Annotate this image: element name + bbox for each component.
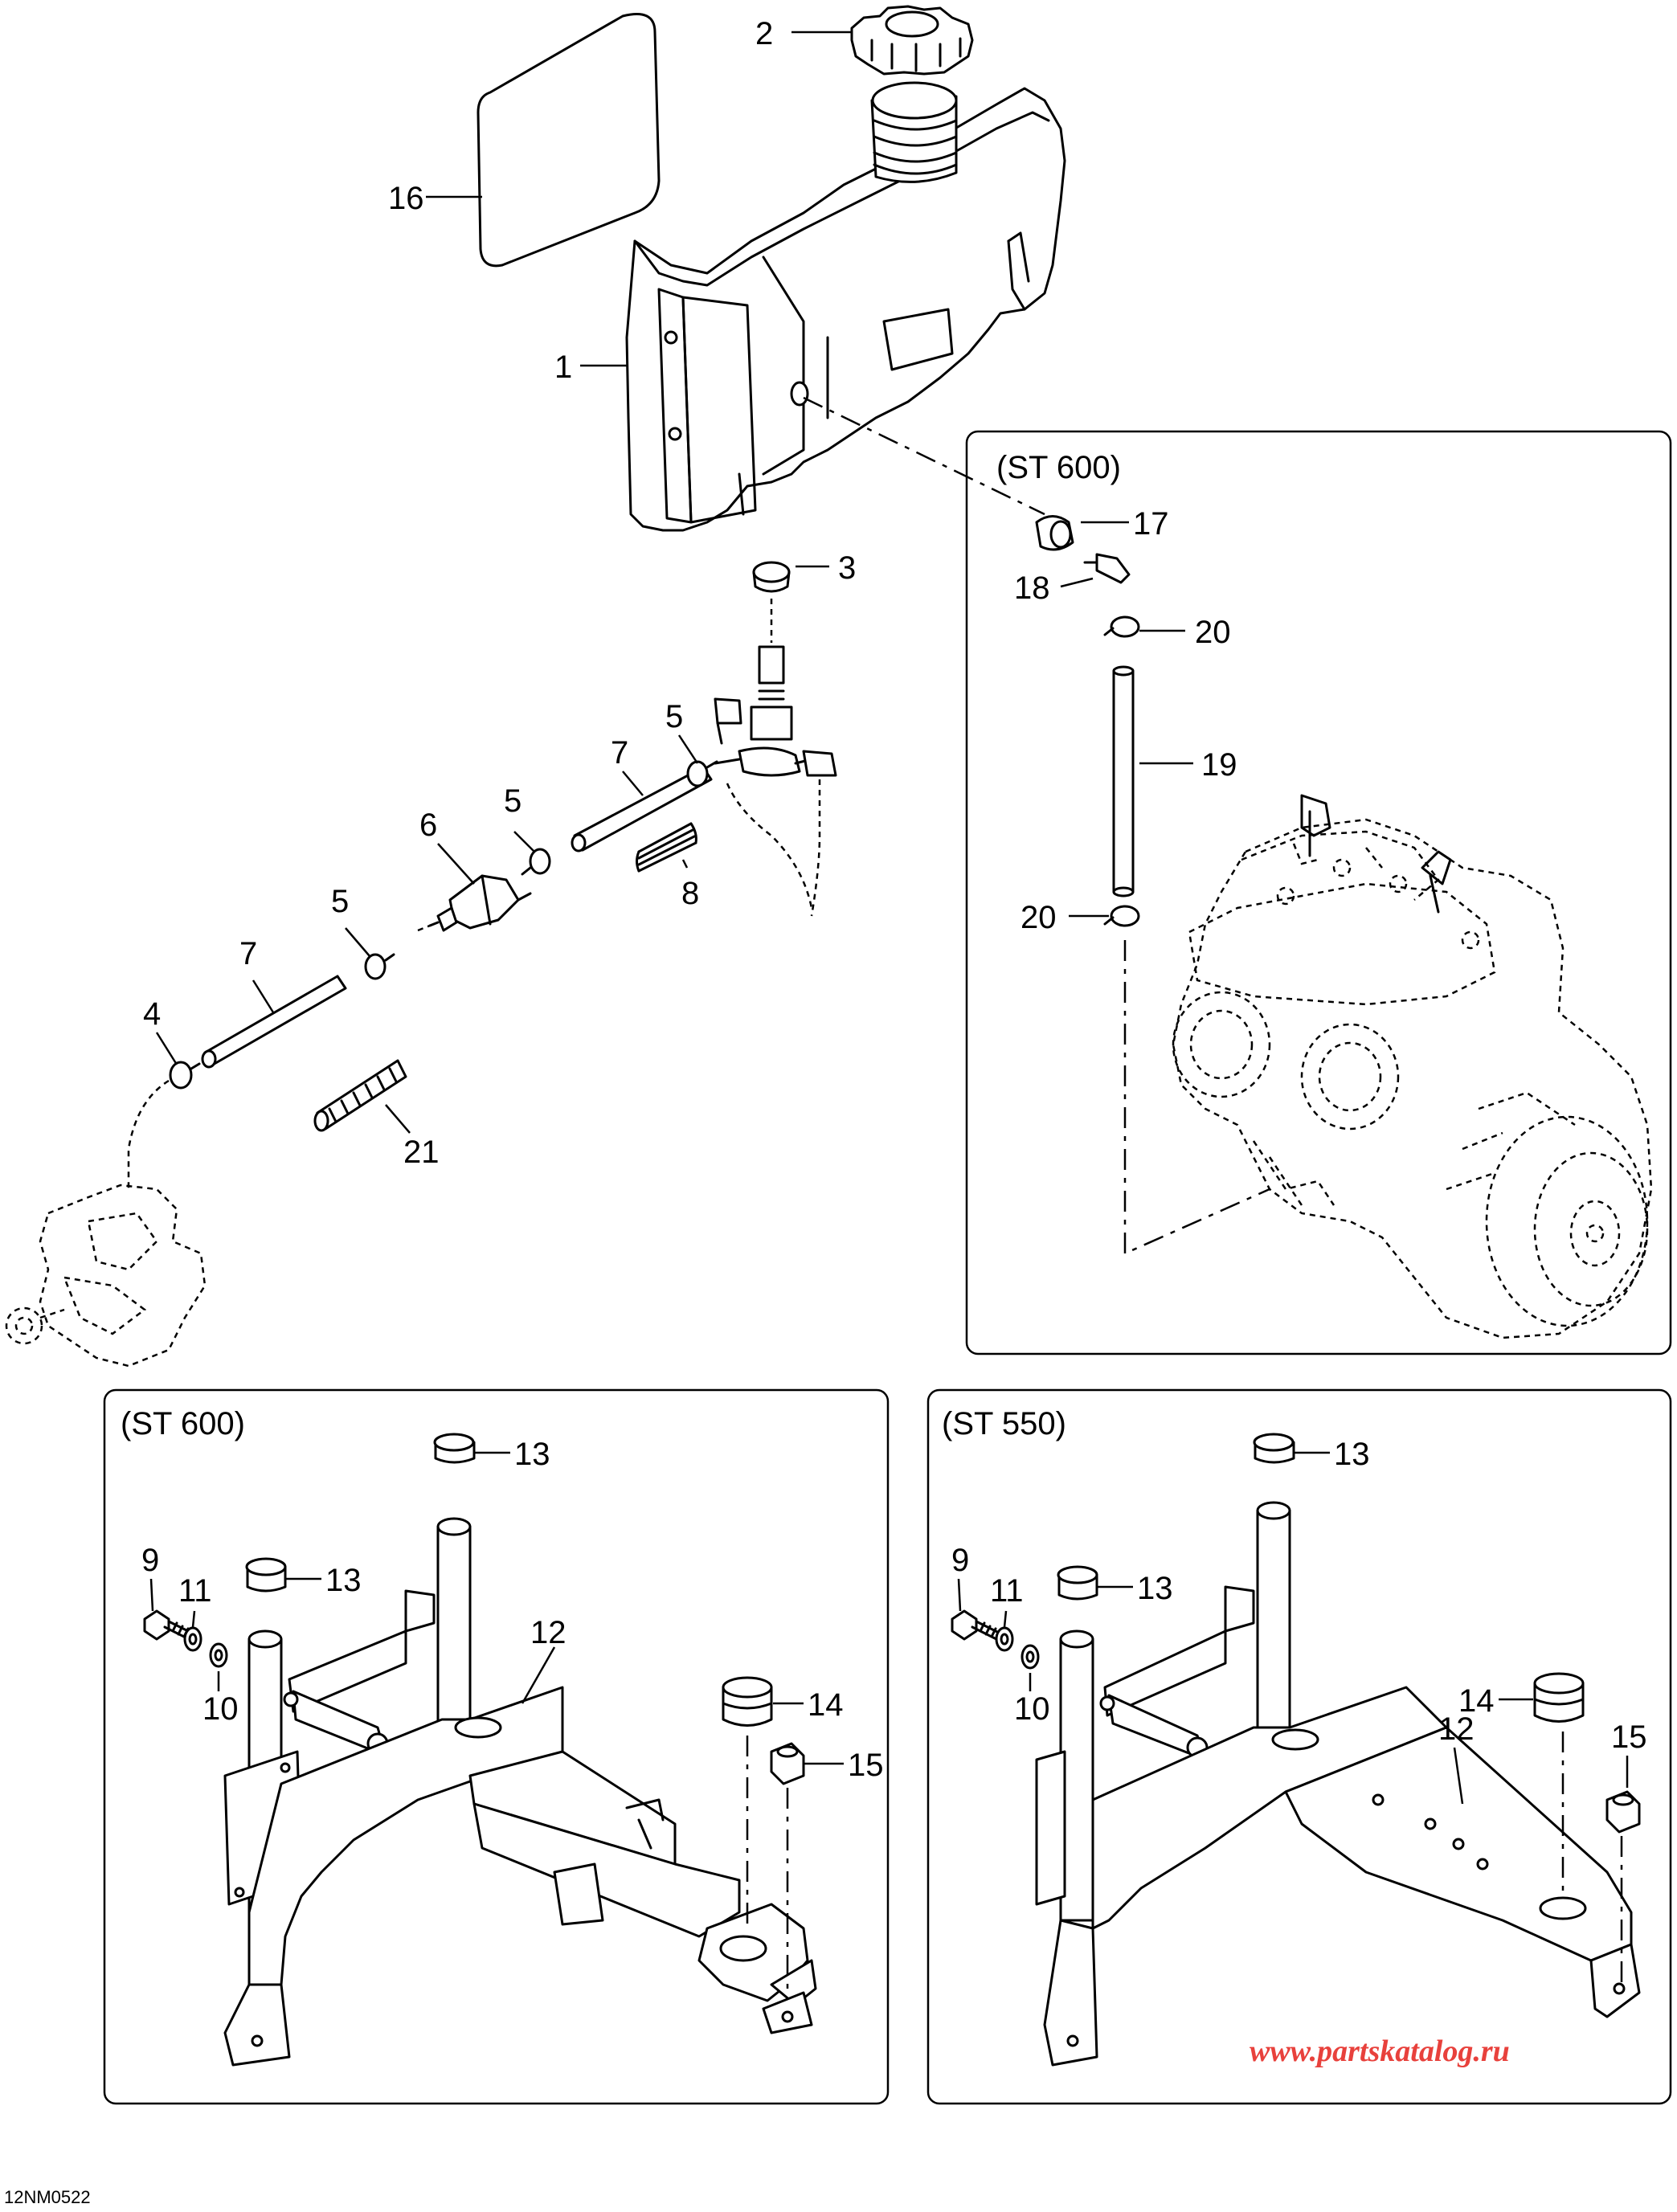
callout-13-top-st550: 13 [1334, 1437, 1370, 1472]
callout-10-st600: 10 [202, 1691, 239, 1727]
clamp-20-lower [1103, 905, 1140, 927]
engine-callout-leaders [1060, 521, 1193, 918]
bolt-9-st550 [951, 1609, 1000, 1641]
hose-7-lower [201, 975, 347, 1069]
grommet-13-side-st550 [1057, 1565, 1098, 1601]
callout-20-upper: 20 [1195, 615, 1231, 650]
hose-19 [1112, 665, 1135, 897]
nut-15-st600 [770, 1742, 805, 1785]
washer-10-st550 [1021, 1644, 1040, 1670]
drawing-code: 12NM0522 [4, 2187, 91, 2207]
callout-14-st550: 14 [1458, 1683, 1495, 1719]
hose-7-upper [571, 766, 713, 852]
callout-20-lower: 20 [1021, 900, 1057, 935]
clamp-5-lower [364, 953, 395, 980]
washer-11-st550 [995, 1626, 1014, 1652]
callout-16: 16 [388, 181, 424, 216]
callout-5-upper: 5 [665, 699, 683, 734]
callout-6: 6 [419, 808, 437, 843]
callout-15-st550: 15 [1611, 1719, 1647, 1755]
callout-21: 21 [403, 1135, 440, 1170]
callout-13-side-st600: 13 [325, 1563, 362, 1598]
tee-fitting [714, 645, 813, 777]
st600-callout-leaders [149, 1451, 844, 1765]
callout-2: 2 [755, 16, 773, 51]
callout-5-lower: 5 [331, 884, 349, 919]
callout-8: 8 [681, 876, 699, 911]
clamp-5-upper [686, 760, 718, 787]
nut-15-st550 [1605, 1790, 1641, 1834]
callout-14-st600: 14 [808, 1687, 844, 1723]
bracket-panel-st600 [103, 1388, 890, 2105]
tank-to-fitting-line [803, 396, 1045, 516]
engine [1172, 794, 1653, 1339]
clamp-5-middle [521, 848, 551, 876]
decal-16 [477, 13, 661, 268]
callout-13-side-st550: 13 [1137, 1571, 1173, 1606]
callout-15-st600: 15 [848, 1748, 884, 1783]
bracket-panel-st550 [926, 1388, 1672, 2105]
grommet-14-st550 [1533, 1672, 1585, 1723]
callout-7-upper: 7 [611, 735, 628, 771]
callout-11-st600: 11 [178, 1573, 212, 1609]
callout-3: 3 [838, 550, 856, 586]
grommet-13-top-st550 [1253, 1433, 1295, 1464]
callout-9-st600: 9 [141, 1543, 159, 1578]
callout-12-st600: 12 [530, 1615, 566, 1650]
washer-10-st600 [209, 1642, 228, 1668]
clamp-20-upper [1103, 615, 1140, 638]
hose-route-line [1123, 940, 1270, 1255]
callout-4: 4 [143, 996, 161, 1032]
tank-filler-neck [870, 81, 958, 183]
bracket-12-st550 [1035, 1501, 1641, 2067]
callout-leaders [155, 31, 852, 1134]
callout-1: 1 [554, 350, 572, 385]
bracket-panel-st600-title: (ST 600) [121, 1406, 245, 1441]
oil-filter-6 [428, 874, 532, 932]
bracket-panel-st550-title: (ST 550) [942, 1406, 1066, 1441]
callout-11-st550: 11 [990, 1573, 1024, 1609]
callout-5-middle: 5 [504, 783, 522, 819]
spring-21 [313, 1059, 407, 1132]
bolt-9-st600 [143, 1609, 193, 1641]
check-clip-right [802, 750, 837, 777]
callout-7-lower: 7 [239, 936, 257, 971]
clamp-4 [169, 1061, 201, 1090]
engine-panel [965, 430, 1672, 1355]
grommet-17 [1035, 515, 1074, 551]
elbow-18 [1083, 553, 1131, 584]
callout-17: 17 [1133, 506, 1169, 542]
grommet-14-st600 [722, 1676, 773, 1727]
oil-pump [5, 1184, 207, 1368]
check-clip-left [714, 697, 742, 745]
bracket-12-st600 [223, 1517, 817, 2067]
watermark-url: www.partskatalog.ru [1250, 2034, 1510, 2068]
engine-panel-title: (ST 600) [996, 450, 1121, 485]
callout-10-st550: 10 [1014, 1691, 1050, 1727]
spring-8 [636, 822, 697, 873]
grommet-13-side-st600 [245, 1557, 287, 1593]
grommet-3 [752, 561, 791, 593]
grommet-13-top-st600 [433, 1433, 476, 1464]
callout-18: 18 [1014, 570, 1050, 606]
washer-11-st600 [183, 1626, 202, 1652]
callout-19: 19 [1201, 747, 1237, 783]
callout-12-st550: 12 [1438, 1711, 1475, 1747]
st550-callout-leaders [957, 1451, 1629, 1805]
callout-13-top-st600: 13 [514, 1437, 550, 1472]
tank-cap [850, 5, 974, 76]
callout-9-st550: 9 [951, 1543, 969, 1578]
